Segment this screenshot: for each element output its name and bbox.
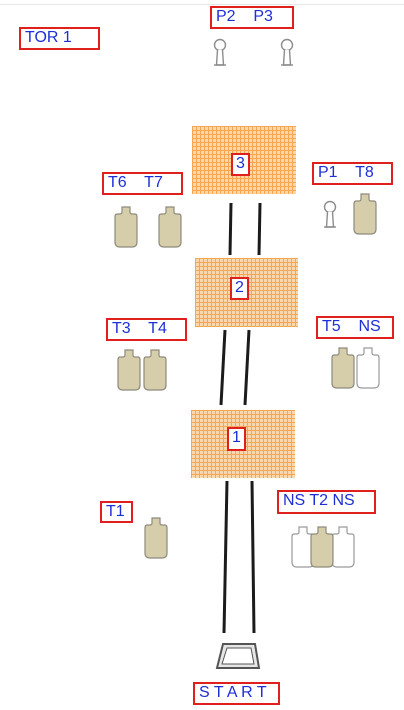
movement-line — [219, 329, 227, 406]
shooting-position-3 — [192, 126, 296, 194]
movement-line — [228, 202, 233, 256]
shoot-target-icon — [144, 517, 168, 559]
position-number-1: 1 — [227, 427, 246, 451]
shoot-target-icon — [114, 206, 138, 248]
movement-line — [250, 480, 256, 634]
start-label: S T A R T — [193, 682, 280, 705]
popper-icon — [280, 38, 294, 66]
popper-icon — [213, 38, 227, 66]
shooting-position-2 — [195, 258, 298, 327]
shoot-target-icon — [158, 206, 182, 248]
top-border-line — [0, 4, 404, 5]
position-number-3: 3 — [231, 153, 250, 176]
target-label-t3-t4: T3 T4 — [106, 318, 187, 341]
start-box-icon — [215, 643, 261, 669]
shoot-target-icon — [117, 349, 141, 391]
movement-line — [257, 202, 262, 256]
target-label-ns-t2-ns: NS T2 NS — [277, 490, 376, 514]
target-label-p1-t8: P1 T8 — [312, 162, 393, 185]
stage-title: TOR 1 — [19, 27, 100, 50]
shoot-target-icon — [353, 193, 377, 235]
target-label-t1: T1 — [100, 501, 133, 523]
target-label-t6-t7: T6 T7 — [102, 172, 183, 195]
shoot-target-icon — [331, 347, 355, 389]
position-number-2: 2 — [230, 277, 249, 300]
popper-icon — [323, 200, 337, 228]
movement-line — [222, 480, 229, 634]
movement-lines — [219, 202, 262, 634]
target-label-p2-p3: P2 P3 — [210, 6, 294, 29]
movement-line — [243, 329, 251, 406]
shoot-target-icon — [143, 349, 167, 391]
no-shoot-target-icon — [356, 347, 380, 389]
no-shoot-target-icon — [331, 526, 355, 568]
shoot-target-icon — [310, 526, 334, 568]
target-label-t5-ns: T5 NS — [316, 316, 394, 339]
